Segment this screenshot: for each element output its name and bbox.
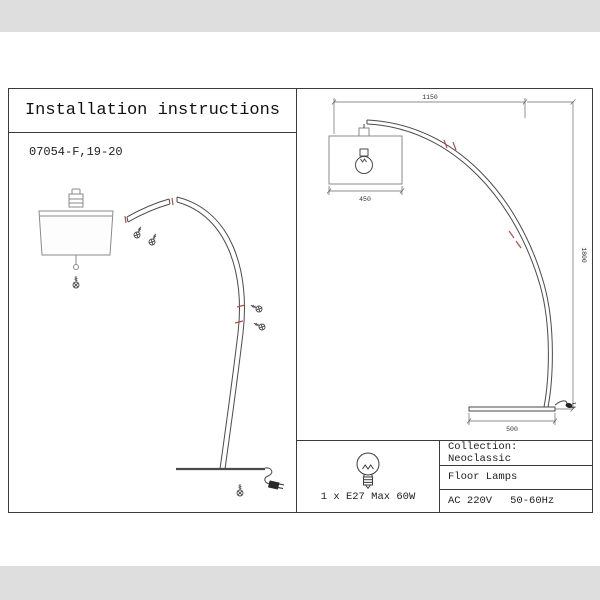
model-number: 07054-F,19-20	[29, 145, 123, 159]
screw-icon	[249, 302, 264, 314]
screw-icon	[147, 232, 159, 247]
voltage-value: AC 220V	[448, 494, 493, 507]
frequency-value: 50-60Hz	[510, 494, 555, 507]
joint-mark	[452, 141, 457, 151]
assembled-view-diagram: 1150	[326, 94, 587, 433]
base-plate-assembled	[468, 406, 556, 412]
joint-mark	[234, 320, 244, 324]
height-dimension	[527, 99, 576, 412]
collection-info-cell: Collection: Neoclassic Floor Lamps AC 22…	[439, 441, 592, 512]
page-title: Installation instructions	[24, 101, 281, 120]
shade-width-label: 450	[359, 196, 371, 203]
arc-pole-assembled	[366, 119, 553, 408]
joint-mark	[443, 139, 448, 149]
bulb-in-shade	[355, 124, 373, 174]
exploded-view-diagram	[38, 188, 285, 497]
joint-mark	[124, 215, 127, 224]
total-height-label: 1800	[580, 247, 587, 263]
right-panel: 1150	[296, 89, 592, 512]
joint-mark	[515, 240, 522, 249]
power-plug-icon	[267, 480, 285, 490]
product-category: Floor Lamps	[440, 466, 592, 490]
top-margin	[0, 0, 600, 32]
bulb-spec-cell: 1 x E27 Max 60W	[297, 441, 439, 512]
joint-mark	[508, 230, 515, 239]
power-rating: AC 220V 50-60Hz	[440, 490, 592, 513]
power-cord-assembled	[554, 400, 568, 407]
title-bar: Installation instructions	[9, 89, 296, 133]
bulb-icon	[356, 452, 380, 490]
lampshade	[38, 188, 114, 270]
power-cord	[264, 467, 273, 485]
bottom-margin	[0, 566, 600, 600]
left-panel: Installation instructions	[9, 89, 296, 512]
screw-icon	[72, 275, 80, 289]
arc-pole	[176, 196, 245, 470]
screw-icon	[132, 225, 144, 240]
screw-icon	[252, 320, 267, 332]
base-width-label: 500	[506, 426, 518, 433]
bulb-spec-text: 1 x E27 Max 60W	[320, 491, 416, 503]
spec-info-bar: 1 x E27 Max 60W Collection: Neoclassic F…	[297, 440, 592, 512]
arc-tip-segment	[126, 198, 171, 223]
screw-icon	[236, 483, 244, 497]
shade-dimension	[326, 186, 405, 195]
collection-name: Collection: Neoclassic	[440, 441, 592, 466]
main-frame: Installation instructions	[8, 88, 593, 513]
width-dimension	[331, 98, 528, 134]
exploded-view-area: 07054-F,19-20	[9, 133, 296, 512]
joint-mark	[171, 197, 174, 206]
total-width-label: 1150	[422, 94, 438, 101]
joint-mark	[236, 304, 246, 308]
base-dimension	[466, 413, 558, 425]
